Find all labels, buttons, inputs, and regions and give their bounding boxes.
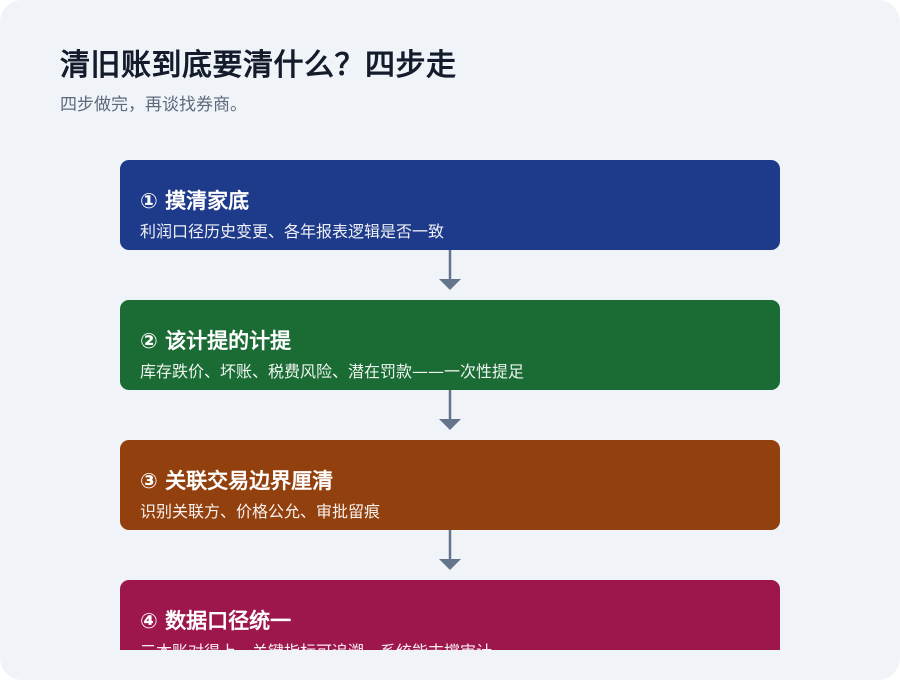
step-title: ④ 数据口径统一 xyxy=(140,609,292,633)
page-title: 清旧账到底要清什么？四步走 xyxy=(60,48,457,83)
step-title: ② 该计提的计提 xyxy=(140,329,292,353)
step-description: 库存跌价、坏账、税费风险、潜在罚款——一次性提足 xyxy=(140,362,525,381)
step-box-3: ③ 关联交易边界厘清 识别关联方、价格公允、审批留痕 xyxy=(120,440,780,530)
down-arrow-icon xyxy=(439,250,461,290)
step-description: 识别关联方、价格公允、审批留痕 xyxy=(140,502,381,521)
down-arrow-icon xyxy=(439,390,461,430)
step-description: 三本账对得上，关键指标可追溯，系统能支撑审计 xyxy=(140,642,492,650)
step-box-1: ① 摸清家底 利润口径历史变更、各年报表逻辑是否一致 xyxy=(120,160,780,250)
step-box-2: ② 该计提的计提 库存跌价、坏账、税费风险、潜在罚款——一次性提足 xyxy=(120,300,780,390)
step-flow: ① 摸清家底 利润口径历史变更、各年报表逻辑是否一致 ② 该计提的计提 库存跌价… xyxy=(120,160,780,650)
step-description: 利润口径历史变更、各年报表逻辑是否一致 xyxy=(140,222,445,241)
step-title: ① 摸清家底 xyxy=(140,189,250,213)
down-arrow-icon xyxy=(439,530,461,570)
page-subtitle: 四步做完，再谈找券商。 xyxy=(60,95,247,115)
step-box-4: ④ 数据口径统一 三本账对得上，关键指标可追溯，系统能支撑审计 xyxy=(120,580,780,650)
step-title: ③ 关联交易边界厘清 xyxy=(140,469,334,493)
